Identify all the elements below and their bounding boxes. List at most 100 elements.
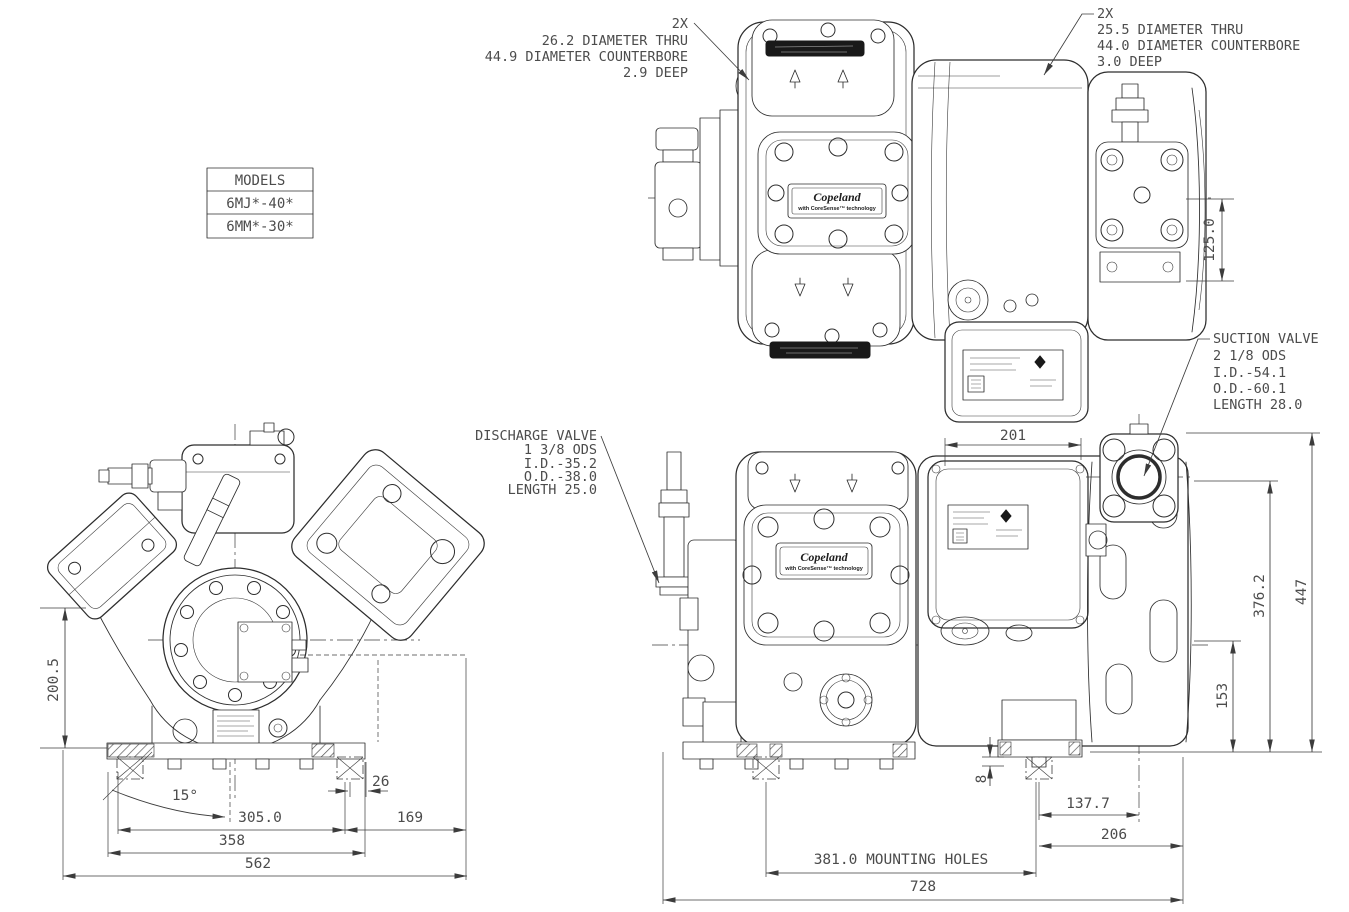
svg-text:2.9 DEEP: 2.9 DEEP: [623, 65, 688, 81]
motor-housing-top: [911, 59, 1089, 341]
dim-376: 376.2: [1194, 480, 1278, 752]
side-view: Copeland with CoreSense™ technology: [652, 414, 1212, 822]
projection-dashed: [300, 654, 466, 742]
top-head-cap: [751, 19, 895, 117]
svg-text:I.D.-35.2: I.D.-35.2: [524, 456, 597, 472]
dim-206: 206: [1039, 757, 1184, 904]
brand-name-side: Copeland: [800, 550, 848, 564]
models-table: MODELS 6MJ*-40* 6MM*-30*: [206, 167, 314, 239]
svg-text:44.0 DIAMETER COUNTERBORE: 44.0 DIAMETER COUNTERBORE: [1097, 38, 1300, 54]
callout-left-hole: 2X 26.2 DIAMETER THRU 44.9 DIAMETER COUN…: [485, 16, 750, 81]
dimensions: 125.0 201 447 376.2 153: [40, 198, 1322, 904]
dim-381: 381.0 MOUNTING HOLES: [765, 782, 1037, 877]
terminal-box-top: [1087, 71, 1207, 341]
brand-plate-side-view: [775, 542, 873, 580]
svg-text:15°: 15°: [172, 788, 198, 804]
oil-sight-glass-top: [947, 279, 989, 321]
nameplate-top: [962, 349, 1064, 401]
discharge-shutoff-valve-front: [98, 459, 187, 511]
svg-text:358: 358: [219, 833, 245, 849]
logo-diamond-top: [1034, 355, 1046, 369]
svg-text:O.D.-38.0: O.D.-38.0: [524, 469, 597, 485]
coresense-module-top: [944, 321, 1089, 423]
dim-137: 137.7: [1038, 782, 1139, 820]
svg-text:26: 26: [372, 774, 389, 790]
dim-26: 26: [328, 762, 389, 797]
brand-tagline-side: with CoreSense™ technology: [784, 566, 864, 572]
svg-text:2X: 2X: [672, 16, 688, 32]
mounting-foot-hole-right-side: [1025, 756, 1053, 780]
right-cylinder-head: [291, 449, 485, 641]
head-plate-side: Copeland with CoreSense™ technology: [742, 504, 910, 646]
svg-text:305.0: 305.0: [238, 810, 282, 826]
dim-728: 728: [662, 752, 1183, 904]
svg-text:25.5 DIAMETER THRU: 25.5 DIAMETER THRU: [1097, 22, 1243, 38]
dim-8: 8: [974, 737, 1004, 786]
svg-text:DISCHARGE VALVE: DISCHARGE VALVE: [475, 428, 597, 444]
leader-right-hole: [1043, 13, 1094, 76]
svg-text:26.2 DIAMETER THRU: 26.2 DIAMETER THRU: [542, 33, 688, 49]
svg-text:169: 169: [397, 810, 423, 826]
brand-name-top: Copeland: [813, 190, 861, 204]
head-label-bar-top: [765, 40, 865, 57]
svg-text:447: 447: [1294, 579, 1310, 605]
terminal-plate: [1095, 141, 1189, 249]
top-view: Copeland with CoreSense™ technology: [648, 19, 1215, 423]
leader-suction-valve: [1143, 338, 1210, 477]
front-view: [46, 422, 485, 801]
dim-15deg: 15°: [111, 762, 231, 822]
dim-201: 201: [944, 428, 1082, 466]
models-header: MODELS: [235, 173, 286, 189]
logo-diamond-side: [1000, 509, 1012, 523]
front-nameplate: [172, 709, 288, 745]
conduit-knurl: [1111, 109, 1149, 123]
bearing-hub: [162, 567, 309, 713]
svg-text:LENGTH 28.0: LENGTH 28.0: [1213, 397, 1302, 413]
callout-suction-valve: SUCTION VALVE 2 1/8 ODS I.D.-54.1 O.D.-6…: [1143, 331, 1319, 477]
callout-right-hole: 2X 25.5 DIAMETER THRU 44.0 DIAMETER COUN…: [1043, 6, 1300, 76]
models-row-1: 6MJ*-40*: [226, 196, 293, 212]
top-head-side: [747, 451, 909, 511]
leader-left-hole: [693, 22, 750, 81]
leader-discharge-valve: [600, 435, 660, 584]
dim-562: 562: [62, 750, 467, 880]
oil-pump-cover-front: [237, 621, 293, 683]
head-label-bar-bottom: [769, 341, 871, 359]
models-row-2: 6MM*-30*: [226, 219, 293, 235]
svg-text:SUCTION VALVE: SUCTION VALVE: [1213, 331, 1319, 347]
svg-text:2X: 2X: [1097, 6, 1113, 22]
dim-153: 153: [1194, 640, 1241, 752]
oil-pump-fittings-top-view: [654, 109, 741, 267]
base-rail-front: [102, 742, 366, 801]
base-rail-side: [682, 699, 1083, 780]
svg-text:728: 728: [910, 879, 936, 895]
svg-text:562: 562: [245, 856, 271, 872]
mounting-foot-hole-left-front: [116, 756, 144, 780]
brand-tagline-top: with CoreSense™ technology: [797, 206, 877, 212]
callout-discharge-valve: DISCHARGE VALVE 1 3/8 ODS I.D.-35.2 O.D.…: [475, 428, 660, 584]
coresense-cover-side: [927, 460, 1089, 629]
svg-text:200.5: 200.5: [46, 658, 62, 702]
nameplate-side: [947, 504, 1029, 550]
mounting-foot-hole-right-front: [336, 756, 364, 780]
mounting-foot-hole-left-side: [752, 756, 780, 780]
dim-358: 358: [107, 762, 366, 857]
right-foot-pedestal: [997, 699, 1083, 768]
svg-text:381.0 MOUNTING HOLES: 381.0 MOUNTING HOLES: [814, 852, 989, 868]
dim-447: 447: [1186, 432, 1320, 752]
top-center-head: [181, 422, 295, 534]
svg-text:8: 8: [974, 775, 990, 784]
crankcase-side: [783, 672, 873, 727]
callouts: 2X 26.2 DIAMETER THRU 44.9 DIAMETER COUN…: [475, 6, 1319, 584]
svg-text:206: 206: [1101, 827, 1127, 843]
discharge-pipe: [655, 451, 693, 596]
dim-305: 305.0: [117, 772, 346, 834]
svg-text:LENGTH 25.0: LENGTH 25.0: [508, 482, 597, 498]
svg-text:153: 153: [1215, 683, 1231, 709]
svg-text:201: 201: [1000, 428, 1026, 444]
svg-text:125.0: 125.0: [1202, 218, 1218, 262]
svg-text:1 3/8 ODS: 1 3/8 ODS: [524, 442, 597, 458]
left-cylinder-head: [46, 492, 178, 620]
